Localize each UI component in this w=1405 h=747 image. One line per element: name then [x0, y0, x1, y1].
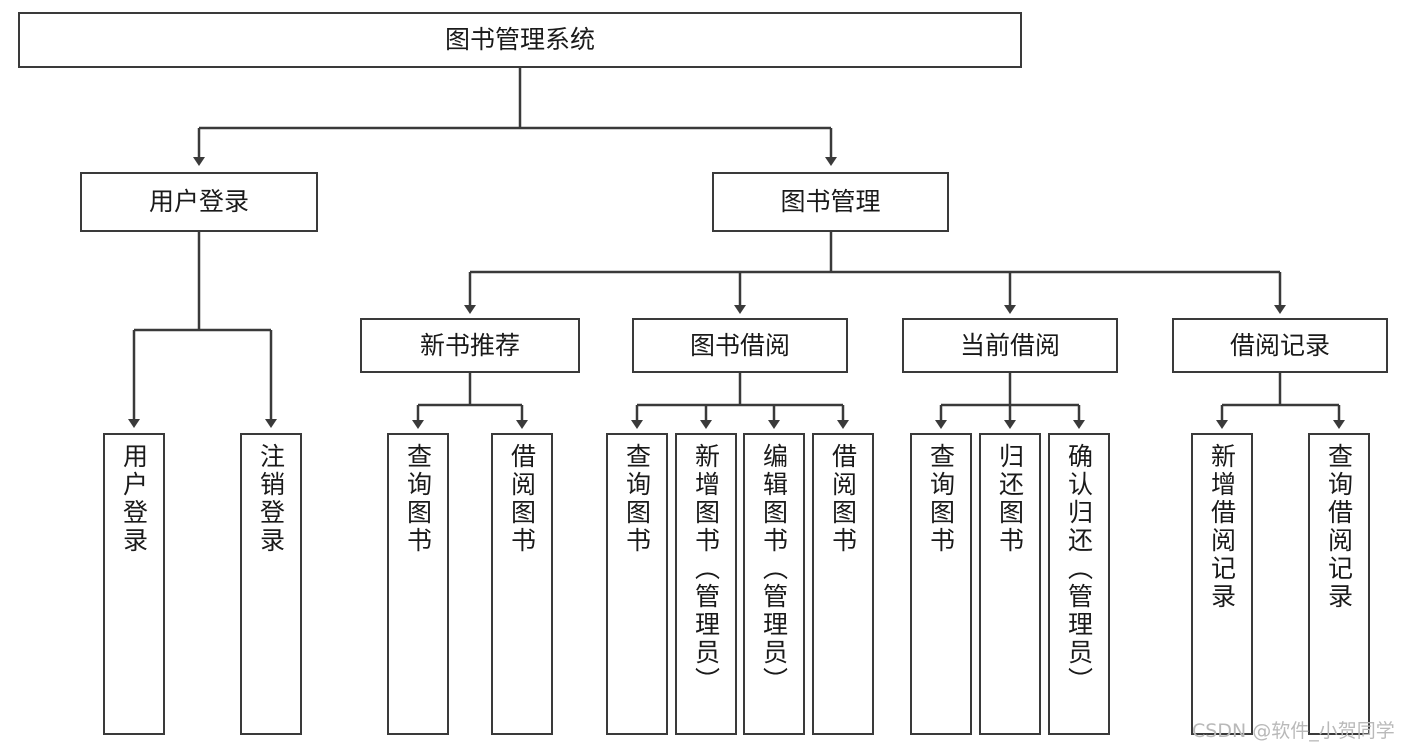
node-leaf-borrow-book-2[interactable]: 借阅图书 [812, 433, 874, 735]
node-leaf-add-record-label: 新增借阅记录 [1207, 443, 1237, 611]
csdn-watermark: CSDN @软件_小贺同学 [1192, 720, 1395, 742]
node-book-borrow-label: 图书借阅 [689, 330, 790, 360]
node-borrow-record[interactable]: 借阅记录 [1172, 318, 1388, 373]
node-current-borrow-label: 当前借阅 [959, 330, 1060, 360]
node-borrow-record-label: 借阅记录 [1229, 330, 1330, 360]
node-leaf-query-book-1-label: 查询图书 [403, 443, 433, 555]
node-leaf-add-book-label: 新增图书（管理员） [691, 443, 721, 695]
node-leaf-query-record[interactable]: 查询借阅记录 [1308, 433, 1370, 735]
node-leaf-confirm-return[interactable]: 确认归还（管理员） [1048, 433, 1110, 735]
node-leaf-borrow-book-1-label: 借阅图书 [507, 443, 537, 555]
node-book-borrow[interactable]: 图书借阅 [632, 318, 848, 373]
node-leaf-query-book-1[interactable]: 查询图书 [387, 433, 449, 735]
node-user-login-label: 用户登录 [148, 187, 249, 217]
node-leaf-query-book-3[interactable]: 查询图书 [910, 433, 972, 735]
node-user-login[interactable]: 用户登录 [80, 172, 318, 232]
node-leaf-return-book-label: 归还图书 [995, 443, 1025, 555]
node-current-borrow[interactable]: 当前借阅 [902, 318, 1118, 373]
node-leaf-borrow-book-1[interactable]: 借阅图书 [491, 433, 553, 735]
node-leaf-user-login-label: 用户登录 [119, 443, 149, 555]
node-leaf-logout-login-label: 注销登录 [256, 443, 286, 555]
node-leaf-confirm-return-label: 确认归还（管理员） [1064, 443, 1094, 695]
node-book-manage[interactable]: 图书管理 [712, 172, 949, 232]
node-leaf-add-book[interactable]: 新增图书（管理员） [675, 433, 737, 735]
node-leaf-query-book-3-label: 查询图书 [926, 443, 956, 555]
node-leaf-query-book-2[interactable]: 查询图书 [606, 433, 668, 735]
node-root-label: 图书管理系统 [444, 25, 595, 55]
node-new-book-recommend[interactable]: 新书推荐 [360, 318, 580, 373]
node-leaf-edit-book-label: 编辑图书（管理员） [759, 443, 789, 695]
node-leaf-query-book-2-label: 查询图书 [622, 443, 652, 555]
node-book-manage-label: 图书管理 [780, 187, 881, 217]
node-leaf-user-login[interactable]: 用户登录 [103, 433, 165, 735]
node-leaf-borrow-book-2-label: 借阅图书 [828, 443, 858, 555]
node-new-book-recommend-label: 新书推荐 [419, 330, 520, 360]
node-leaf-logout-login[interactable]: 注销登录 [240, 433, 302, 735]
node-leaf-add-record[interactable]: 新增借阅记录 [1191, 433, 1253, 735]
node-root[interactable]: 图书管理系统 [18, 12, 1022, 68]
node-leaf-query-record-label: 查询借阅记录 [1324, 443, 1354, 611]
node-leaf-edit-book[interactable]: 编辑图书（管理员） [743, 433, 805, 735]
node-leaf-return-book[interactable]: 归还图书 [979, 433, 1041, 735]
